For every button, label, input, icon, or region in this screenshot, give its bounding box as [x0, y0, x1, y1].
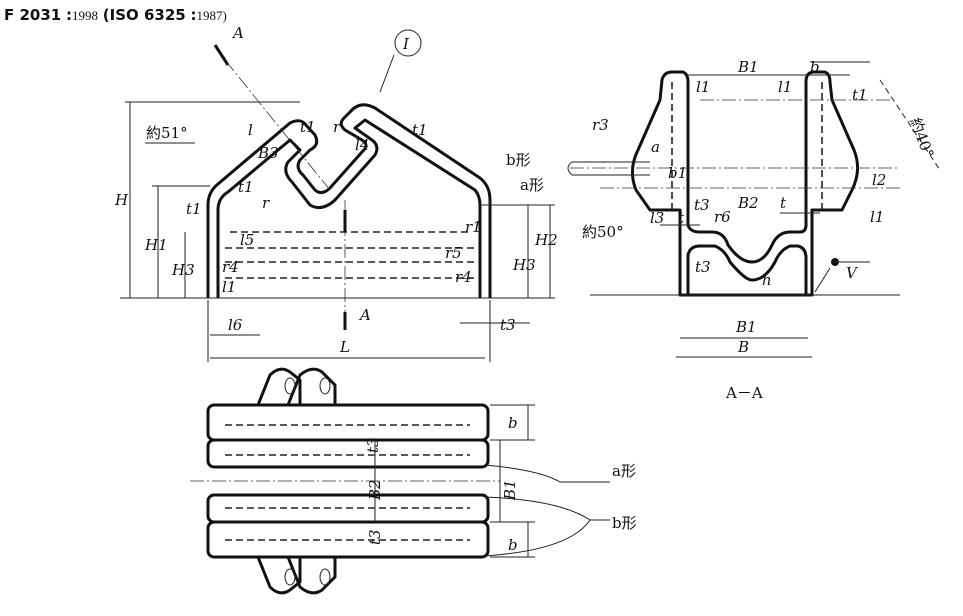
lug-bottom [256, 556, 337, 595]
dim-a: a [651, 138, 660, 156]
angle-50: 約50° [582, 223, 624, 241]
section-inner [686, 244, 808, 295]
b-type-label: b形 [506, 151, 531, 169]
datum-V: V [846, 264, 859, 282]
dim-l3: l3 [650, 209, 664, 227]
separator: : [190, 6, 197, 24]
iso-year: 1987) [196, 8, 227, 23]
dim-l5: l5 [240, 231, 254, 249]
dim-t3: t3 [364, 437, 382, 453]
dim-t1: t1 [238, 178, 254, 196]
plan-view: b t3 B2 B1 t3 b a形 b形 [190, 367, 637, 595]
dim-H2: H2 [534, 231, 558, 249]
dim-H3: H3 [171, 261, 195, 279]
a-type-label: a形 [520, 176, 544, 194]
iso-reference: (ISO 6325 [102, 6, 186, 24]
dim-l1: l1 [870, 208, 884, 226]
dim-t1: t1 [300, 118, 316, 136]
b-type-label: b形 [612, 514, 637, 532]
separator: : [66, 6, 72, 24]
dim-r6: r6 [714, 208, 731, 226]
standard-header: F 2031 :1998 (ISO 6325 :1987) [4, 6, 227, 24]
plan-bar [206, 403, 490, 442]
dim-t1: t1 [186, 200, 202, 218]
standard-year: 1998 [72, 8, 98, 23]
dim-b1: b1 [668, 164, 687, 182]
dim-b: b [508, 414, 518, 432]
dim-t1: t1 [852, 86, 868, 104]
dim-B1: B1 [501, 479, 519, 501]
dim-r: r [333, 118, 341, 136]
dim-t3: t3 [500, 316, 516, 334]
detail-circle [394, 29, 422, 57]
dim-b: b [508, 536, 518, 554]
a-type-leader [484, 464, 610, 483]
dim-B3: B3 [257, 144, 279, 162]
dim-r4: r4 [455, 268, 472, 286]
dim-B: B [737, 338, 749, 356]
dim-B1: B1 [737, 58, 759, 76]
dim-t1: t1 [412, 121, 428, 139]
dim-B1: B1 [735, 318, 757, 336]
dim-r1: r1 [465, 218, 482, 236]
dim-H: H [114, 191, 129, 209]
dim-r3: r3 [592, 116, 609, 134]
dim-t3: t3 [695, 258, 711, 276]
a-type-label: a形 [612, 462, 636, 480]
dim-t: t [678, 209, 685, 227]
dim-r: r [262, 194, 270, 212]
dim-b: b [810, 58, 820, 76]
dim-B2: B2 [737, 194, 759, 212]
front-view: I A A 約51° l B3 t1 t1 t1 t1 r r l4 l5 b形… [114, 24, 558, 362]
dim-r4: r4 [222, 258, 239, 276]
section-title: A－A [725, 384, 763, 402]
section-outline [631, 70, 859, 297]
front-inner-outline [216, 118, 482, 298]
dim-l: l [248, 121, 253, 139]
section-mark-top: A [231, 24, 244, 42]
dim-H1: H1 [144, 236, 168, 254]
lug-top [256, 367, 337, 406]
dim-l1: l1 [696, 78, 710, 96]
dim-t: t [780, 194, 787, 212]
dim-L: L [339, 338, 350, 356]
dim-l1: l1 [778, 78, 792, 96]
hidden-lines [225, 231, 475, 279]
dim-B2: B2 [366, 479, 384, 501]
front-outline [206, 103, 492, 298]
dim-t3: t3 [366, 529, 384, 545]
dim-H3: H3 [512, 256, 536, 274]
angle-51: 約51° [146, 124, 188, 142]
dim-l2: l2 [872, 171, 886, 189]
standard-number: F 2031 [4, 6, 62, 24]
dim-l1: l1 [222, 278, 236, 296]
dim-r5: r5 [445, 244, 462, 262]
pin-outline [567, 161, 650, 176]
detail-mark: I [402, 35, 410, 53]
dim-l4: l4 [355, 136, 369, 154]
dim-h: h [762, 271, 772, 289]
angle-40: 約40° [906, 115, 937, 160]
dim-t3: t3 [694, 196, 710, 214]
dim-l6: l6 [228, 316, 243, 334]
section-view: B1 b t1 l1 l1 r3 a b1 約40° l2 l1 t3 B2 t… [567, 58, 941, 402]
section-mark-bottom: A [358, 306, 371, 324]
